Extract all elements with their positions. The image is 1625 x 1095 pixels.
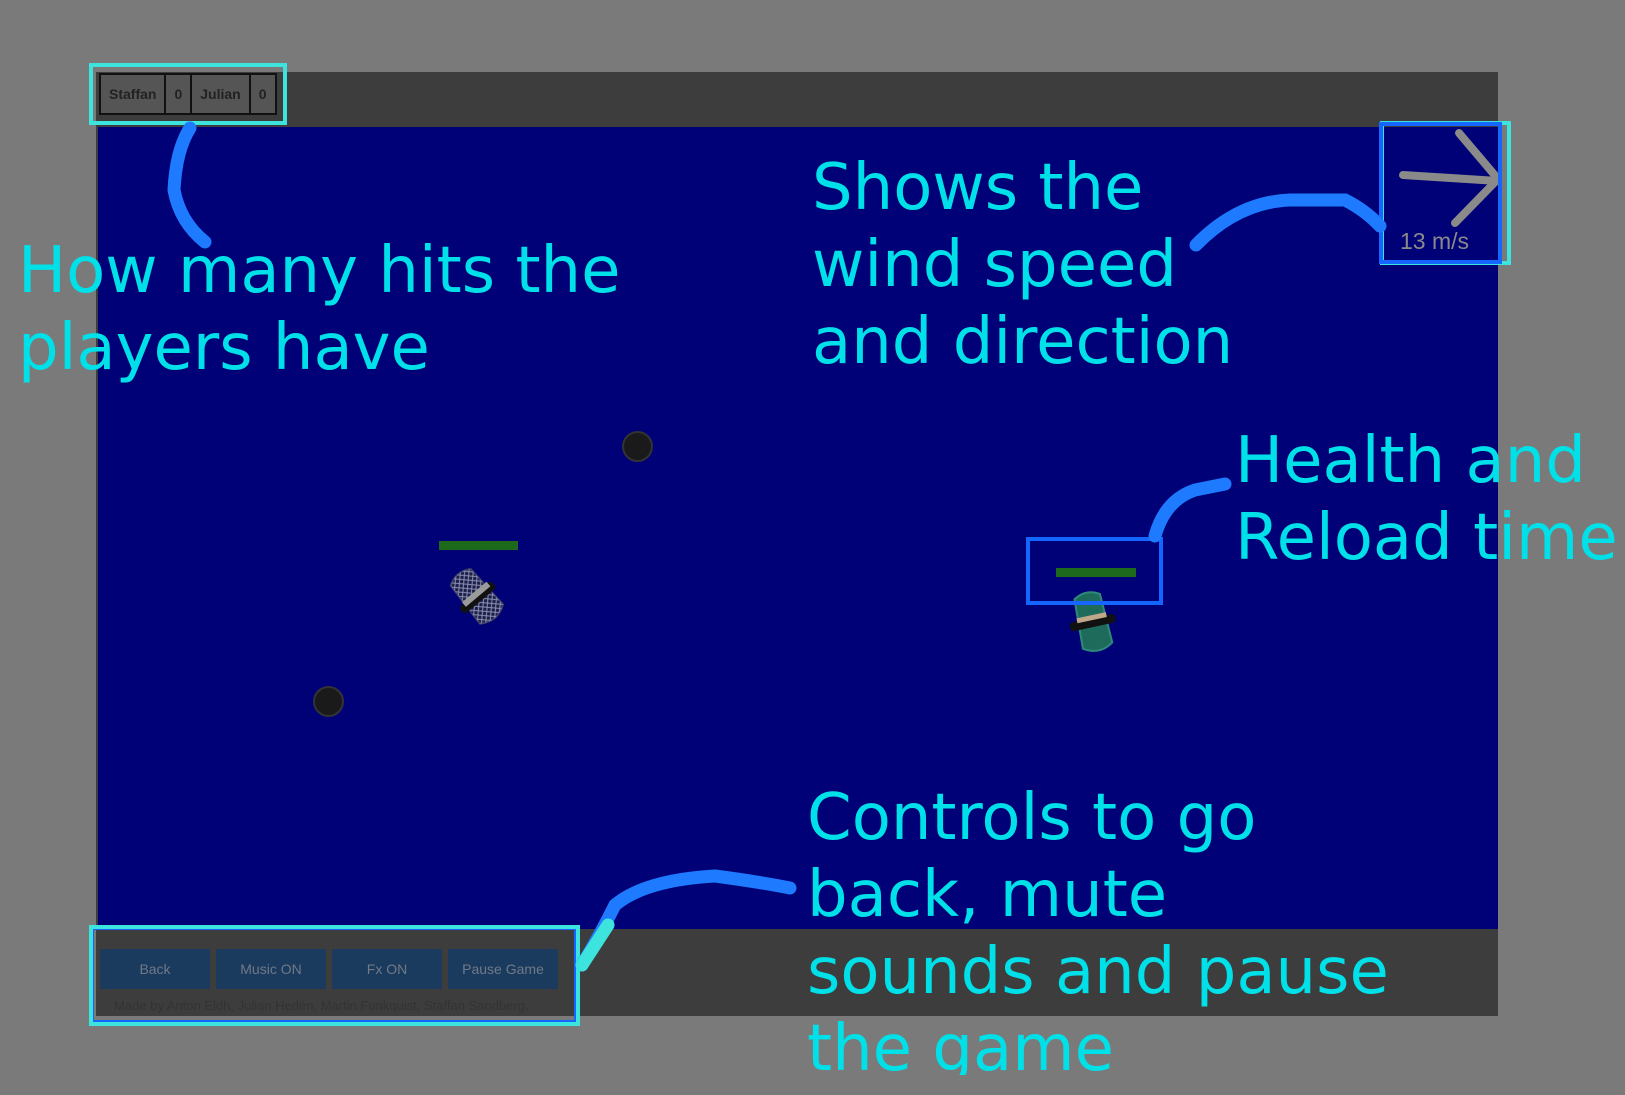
player-1-health-bar [439, 541, 518, 550]
player-2-name: Julian [192, 75, 251, 113]
player-2-health-bar [1056, 568, 1136, 577]
pause-game-button[interactable]: Pause Game [448, 949, 558, 989]
player-1-name: Staffan [101, 75, 167, 113]
annotation-controls: Controls to go back, mute sounds and pau… [807, 781, 1389, 1075]
game-controls: Back Music ON Fx ON Pause Game [100, 949, 558, 989]
controls-highlight-outer [89, 925, 580, 1026]
credits-text: Made by Anton Eldh, Julian Hedén, Martin… [114, 998, 529, 1013]
scoreboard: Staffan 0 Julian 0 [99, 73, 277, 115]
top-bar [96, 72, 1498, 126]
back-button[interactable]: Back [100, 949, 210, 989]
rock [313, 686, 344, 717]
music-toggle-button[interactable]: Music ON [216, 949, 326, 989]
health-highlight [1026, 537, 1163, 605]
annotation-wind: Shows the wind speed and direction [812, 151, 1234, 379]
annotation-hits: How many hits the players have [18, 234, 621, 385]
fx-toggle-button[interactable]: Fx ON [332, 949, 442, 989]
rock [622, 431, 653, 462]
wind-speed-label: 13 m/s [1400, 228, 1470, 254]
player-1-hits: 0 [166, 75, 193, 113]
player-1-ship [449, 567, 505, 625]
wind-arrow-icon [1399, 129, 1502, 227]
scoreboard-highlight [89, 63, 287, 125]
bottom-bar [96, 929, 1498, 1016]
player-2-ship [1069, 591, 1116, 652]
player-2-hits: 0 [258, 86, 267, 102]
wind-highlight-inner [1379, 122, 1502, 264]
annotation-health: Health and Reload time [1235, 424, 1618, 575]
game-board-sea[interactable] [98, 127, 1498, 929]
